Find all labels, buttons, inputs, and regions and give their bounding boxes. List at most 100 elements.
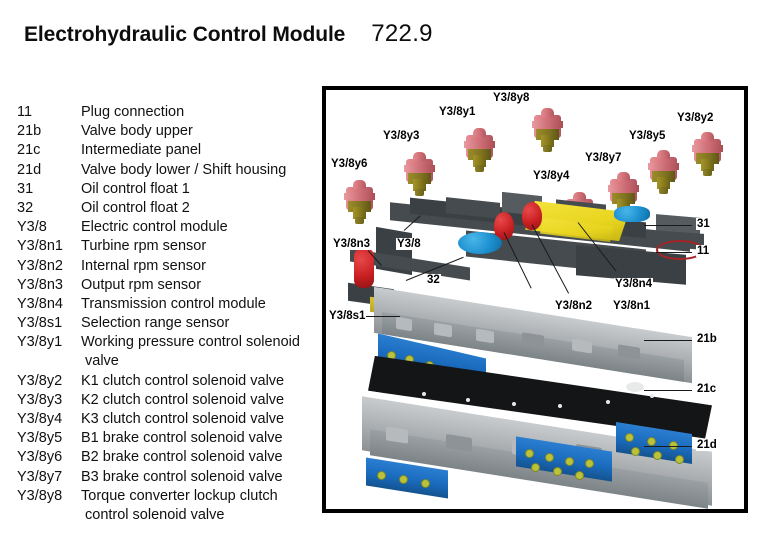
oil-control-float-1 <box>614 206 650 222</box>
legend-row: 31 Oil control float 1 <box>17 180 317 199</box>
panel-hole <box>512 402 516 406</box>
legend-code: Y3/8 <box>17 219 47 236</box>
legend-description: Internal rpm sensor <box>81 257 206 274</box>
legend-code: Y3/8y1 <box>17 334 63 351</box>
leader-21b <box>644 340 692 341</box>
legend-row: Y3/8n2 Internal rpm sensor <box>17 257 317 276</box>
contact-pad <box>388 352 395 359</box>
legend-code: 11 <box>17 104 33 120</box>
legend-code: Y3/8n1 <box>17 238 63 255</box>
contact-pad <box>422 480 429 487</box>
contact-pad <box>400 476 407 483</box>
panel-hole <box>650 394 654 398</box>
callout-21c: 21c <box>696 383 718 395</box>
legend-code: 21c <box>17 142 41 159</box>
contact-pad <box>526 450 533 457</box>
contact-pad <box>532 464 539 471</box>
callout-y3-8n2: Y3/8n2 <box>554 300 594 312</box>
legend-row: 21b Valve body upper <box>17 122 317 141</box>
callout-y3-8n1: Y3/8n1 <box>612 300 652 312</box>
contact-pad <box>648 438 655 445</box>
legend-description: Oil control float 1 <box>81 180 190 197</box>
legend-row: control solenoid valve <box>17 506 317 525</box>
contact-pad <box>378 472 385 479</box>
legend-description: Working pressure control solenoid <box>81 334 300 351</box>
legend-description: Output rpm sensor <box>81 276 202 293</box>
callout-y3-8s1: Y3/8s1 <box>328 310 367 322</box>
legend-row: Y3/8y3 K2 clutch control solenoid valve <box>17 391 317 410</box>
exploded-view-stage: Y3/8y6 Y3/8y3 Y3/8y1 Y3/8y8 Y3/8y4 Y3/8y… <box>326 90 744 509</box>
contact-pad <box>632 448 639 455</box>
legend-description: Transmission control module <box>81 295 266 312</box>
callout-11: 11 <box>696 245 711 257</box>
legend-code: 21b <box>17 123 42 140</box>
legend-description: Valve body upper <box>81 123 193 140</box>
legend-code: Y3/8s1 <box>17 315 63 332</box>
contact-pad <box>406 356 413 363</box>
contact-pad <box>546 454 553 461</box>
legend-description: B2 brake control solenoid valve <box>81 449 283 466</box>
legend-code: 32 <box>17 199 34 216</box>
legend-description: K2 clutch control solenoid valve <box>81 391 285 408</box>
leader-11 <box>656 252 692 253</box>
legend-row: Y3/8y6 B2 brake control solenoid valve <box>17 448 317 467</box>
callout-y3-8y7: Y3/8y7 <box>584 152 623 164</box>
contact-pad <box>654 452 661 459</box>
contact-pad <box>586 460 593 467</box>
valve-body-upper-boss-a <box>396 316 412 332</box>
callout-y3-8y3: Y3/8y3 <box>382 130 421 142</box>
panel-hole <box>606 400 610 404</box>
contact-pad <box>626 434 633 441</box>
legend-code: 21d <box>17 161 42 178</box>
legend-row: Y3/8y1 Working pressure control solenoid <box>17 333 317 352</box>
callout-21b: 21b <box>696 333 718 345</box>
legend-description: Electric control module <box>81 219 228 236</box>
legend-description: B1 brake control solenoid valve <box>81 430 283 447</box>
legend-code: Y3/8y2 <box>17 372 63 389</box>
legend-code: Y3/8y3 <box>17 391 63 408</box>
callout-31: 31 <box>696 218 711 230</box>
legend-description: Intermediate panel <box>81 142 202 159</box>
callout-y3-8n3: Y3/8n3 <box>332 238 372 250</box>
contact-pad <box>554 468 561 475</box>
leader-21d <box>644 446 692 447</box>
legend-code: Y3/8y5 <box>17 430 63 447</box>
legend-row: valve <box>17 352 317 371</box>
title-number: 722.9 <box>371 20 433 47</box>
legend-description: control solenoid valve <box>85 506 225 523</box>
callout-y3-8y6: Y3/8y6 <box>330 158 369 170</box>
callout-y3-8y5: Y3/8y5 <box>628 130 667 142</box>
callout-y3-8y1: Y3/8y1 <box>438 106 477 118</box>
legend-row: Y3/8 Electric control module <box>17 218 317 237</box>
diagram-frame: Y3/8y6 Y3/8y3 Y3/8y1 Y3/8y8 Y3/8y4 Y3/8y… <box>322 86 748 513</box>
page-title: Electrohydraulic Control Module 722.9 <box>24 20 433 48</box>
legend-code: 31 <box>17 180 34 197</box>
legend-code: Y3/8y4 <box>17 411 63 427</box>
legend-description: Torque converter lockup clutch <box>81 487 278 504</box>
legend-code: Y3/8y6 <box>17 449 63 466</box>
rpm-sensor-output <box>354 248 374 288</box>
title-text: Electrohydraulic Control Module <box>24 23 346 46</box>
legend-row: 21c Intermediate panel <box>17 141 317 160</box>
rpm-sensor-turbine <box>522 202 542 230</box>
contact-pad <box>566 458 573 465</box>
contact-pad <box>670 442 677 449</box>
panel-hole <box>466 398 470 402</box>
legend-code: Y3/8y7 <box>17 468 63 485</box>
rpm-sensor-internal <box>494 212 514 240</box>
callout-y3-8n4: Y3/8n4 <box>614 278 654 290</box>
leader-21c <box>644 390 692 391</box>
legend-code: Y3/8n2 <box>17 257 63 274</box>
callout-y3-8: Y3/8 <box>396 238 422 250</box>
